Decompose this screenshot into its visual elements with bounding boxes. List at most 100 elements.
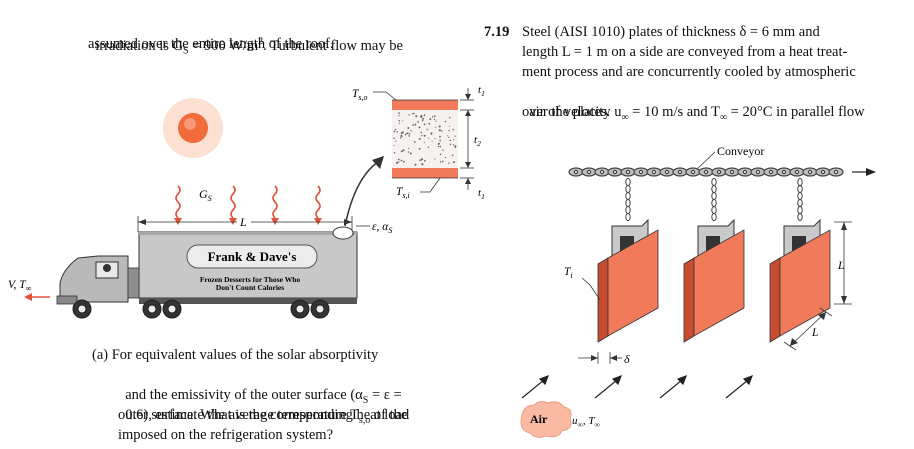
airflow-arrows	[521, 374, 754, 399]
problem-line-2: length L = 1 m on a side are conveyed fr…	[522, 44, 848, 60]
detail-arrowhead	[372, 156, 384, 169]
speckle-dot	[421, 163, 424, 166]
depth-label: L	[811, 327, 818, 339]
chain-pin	[599, 169, 605, 175]
speckle-dot	[423, 141, 425, 143]
speckle-dot	[417, 121, 419, 123]
speckle-dot	[439, 135, 441, 138]
wheels	[72, 299, 330, 319]
speckle-dot	[437, 142, 440, 145]
driver-icon	[103, 264, 111, 272]
speckle-dot	[413, 112, 416, 115]
text-fragment: = 20°C in parallel flow	[727, 104, 865, 120]
company-name: Frank & Dave's	[208, 249, 297, 264]
text-sup: 2	[258, 36, 264, 47]
speckle-dot	[421, 119, 424, 122]
speckle-dot	[452, 144, 455, 146]
height-dimension	[834, 221, 852, 305]
hanger-link	[625, 205, 631, 215]
hanger-link	[625, 198, 631, 208]
speckle-dot	[452, 161, 456, 164]
cab-connector	[127, 267, 140, 299]
plate-edge	[597, 257, 609, 343]
speckle-dot	[439, 153, 442, 156]
dim-arrow	[591, 355, 598, 361]
speckle-dot	[423, 134, 426, 137]
speckle-dot	[418, 147, 421, 150]
slogan-line-2: Don't Count Calories	[216, 283, 284, 292]
speckle-dot	[438, 129, 441, 132]
chain-pin	[703, 169, 709, 175]
chain-pin	[586, 169, 592, 175]
steel-plate	[779, 229, 831, 337]
speckle-dot	[407, 151, 410, 153]
speckle-dot	[423, 114, 426, 117]
speckle-dot	[433, 118, 436, 120]
chain-pin	[716, 169, 722, 175]
speckle-dot	[402, 149, 405, 152]
speckle-dot	[400, 159, 403, 162]
speckle-dot	[449, 143, 452, 146]
chain-pin	[742, 169, 748, 175]
trailer-roof-strip	[139, 232, 357, 235]
speckle-dot	[449, 125, 451, 127]
sun-core	[184, 118, 196, 130]
speckle-dot	[408, 147, 410, 149]
ti-leader	[581, 277, 601, 301]
speckle-dot	[423, 123, 426, 126]
chain-pin	[807, 169, 813, 175]
tsi-label: Ts,i	[396, 186, 410, 200]
detail-arrow	[344, 161, 379, 227]
chain-pin	[794, 169, 800, 175]
length-label: L	[239, 215, 247, 229]
chain-pin	[664, 169, 670, 175]
text-fragment: air of velocity u	[529, 104, 622, 120]
conveyor-direction-arrow	[866, 168, 876, 176]
speckle-dot	[393, 137, 395, 140]
speckle-dot	[407, 127, 410, 129]
chain-pin	[820, 169, 826, 175]
hanger-link	[711, 191, 717, 201]
question-a-line-5: imposed on the refrigeration system?	[118, 427, 334, 443]
speckle-dot	[408, 114, 410, 116]
speckle-dot	[441, 160, 444, 163]
hanger-link	[797, 184, 803, 194]
speckle-dot	[439, 161, 442, 163]
problem-line-1: Steel (AISI 1010) plates of thickness δ …	[522, 24, 820, 40]
speckle-dot	[448, 162, 450, 164]
speckle-dot	[410, 130, 412, 132]
speckle-dot	[395, 140, 397, 142]
speckle-dot	[421, 135, 423, 137]
speckle-dot	[434, 158, 436, 160]
hanger-link	[711, 184, 717, 194]
chain-pin	[677, 169, 683, 175]
emissivity-label: ε, αS	[372, 221, 392, 235]
speckle-dot	[419, 159, 421, 162]
problem-line-5: over the plates.	[522, 104, 611, 120]
speckle-dot	[431, 115, 434, 118]
chain-pin	[729, 169, 735, 175]
chain-pin	[612, 169, 618, 175]
t1-label: t1	[478, 84, 485, 98]
text-sub: ∞	[719, 111, 728, 123]
trailer-underside	[139, 298, 357, 304]
speckle-dot	[398, 112, 400, 114]
speckle-dot	[429, 118, 432, 121]
speckle-dot	[398, 115, 400, 117]
question-a-line-1: (a) For equivalent values of the solar a…	[92, 347, 379, 363]
air-label: Air	[530, 412, 548, 426]
speckle-dot	[420, 115, 423, 118]
speckle-dot	[427, 146, 430, 148]
hanger-link	[711, 198, 717, 208]
speckle-dot	[403, 160, 405, 163]
speckle-dot	[396, 131, 398, 133]
speckle-dot	[431, 132, 433, 134]
speckle-dot	[418, 137, 421, 140]
text-sub: S	[183, 45, 189, 57]
t2-label: t2	[474, 134, 481, 148]
hanger-link	[797, 177, 803, 187]
steel-plate	[607, 229, 659, 337]
question-a-line-4: outer surface. What is the corresponding…	[118, 407, 410, 423]
speckle-dot	[420, 131, 423, 134]
speckle-dot	[401, 131, 404, 134]
